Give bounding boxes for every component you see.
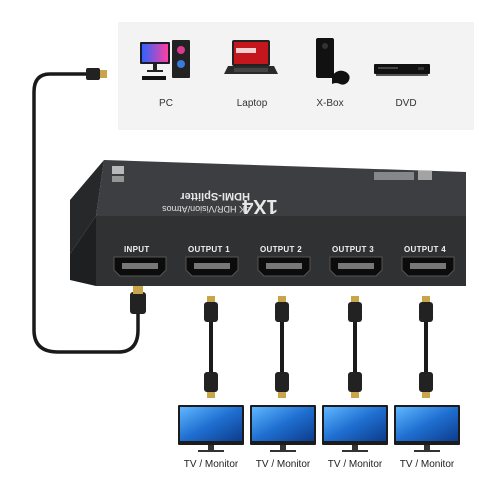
port-label-output-2: OUTPUT 2	[260, 245, 302, 254]
output-cable-4	[419, 296, 433, 398]
output-port-2	[257, 256, 311, 277]
input-cable-hdmi-connector	[86, 68, 107, 80]
monitor-icon-3	[322, 405, 388, 452]
laptop-icon	[224, 40, 278, 74]
hdmi-ports	[113, 256, 455, 277]
port-label-input: INPUT	[124, 245, 150, 254]
device-name-text: HDMI-Splitter	[180, 190, 250, 202]
monitor-label-1: TV / Monitor	[183, 459, 239, 470]
port-label-output-3: OUTPUT 3	[332, 245, 374, 254]
monitor-label-3: TV / Monitor	[327, 459, 383, 470]
port-label-output-1: OUTPUT 1	[188, 245, 230, 254]
output-cable-3	[348, 296, 362, 398]
output-cable-1	[204, 296, 218, 398]
source-label-pc: PC	[159, 98, 173, 109]
port-label-output-4: OUTPUT 4	[404, 245, 446, 254]
monitor-label-4: TV / Monitor	[399, 459, 455, 470]
output-port-3	[329, 256, 383, 277]
dvd-player-icon	[374, 64, 430, 76]
output-port-1	[185, 256, 239, 277]
input-port	[113, 256, 167, 277]
monitor-label-2: TV / Monitor	[255, 459, 311, 470]
source-label-xbox: X-Box	[316, 98, 344, 109]
output-cable-2	[275, 296, 289, 398]
device-features-text: 4K HDR/Vision/Atmos	[162, 204, 250, 214]
monitor-icon-2	[250, 405, 316, 452]
input-cable	[32, 72, 140, 354]
desktop-pc-icon	[140, 40, 190, 80]
monitor-icon-1	[178, 405, 244, 452]
device-model-text: 1X4	[241, 195, 277, 217]
xbox-console-icon	[316, 38, 350, 85]
output-port-4	[401, 256, 455, 277]
source-devices-panel: PC Laptop X-Box DVD	[118, 22, 474, 130]
source-label-laptop: Laptop	[236, 98, 268, 109]
source-label-dvd: DVD	[395, 98, 417, 109]
input-plug-connector	[130, 286, 146, 314]
monitor-icon-4	[394, 405, 460, 452]
